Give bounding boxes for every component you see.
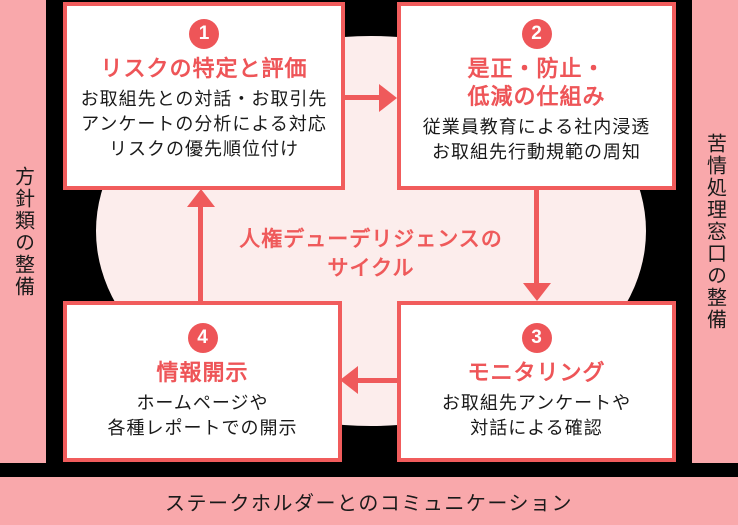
step-4-number-badge: 4 xyxy=(187,323,218,353)
step-2-title: 是正・防止・ 低減の仕組み xyxy=(467,56,606,109)
arrow-up-head-icon xyxy=(187,189,215,207)
arrow-up-icon xyxy=(198,206,203,301)
arrow-down-head-icon xyxy=(523,283,551,301)
bottom-banner-label: ステークホルダーとのコミュニケーション xyxy=(165,492,573,515)
step-1-number-badge: 1 xyxy=(189,19,219,49)
step-3-title: モニタリング xyxy=(467,360,606,385)
step-1-title: リスクの特定と評価 xyxy=(100,56,308,81)
step-2-body: 従業員教育による社内浸透 お取組先行動規範の周知 xyxy=(422,117,651,162)
step-2-box: 2 是正・防止・ 低減の仕組み 従業員教育による社内浸透 お取組先行動規範の周知 xyxy=(397,2,676,190)
step-3-box: 3 モニタリング お取組先アンケートや 対話による確認 xyxy=(397,301,676,462)
arrow-left-icon xyxy=(358,378,397,383)
arrow-left-head-icon xyxy=(340,366,358,394)
left-banner: 方針類の整備 xyxy=(0,0,46,463)
step-2-number-badge: 2 xyxy=(521,19,552,49)
right-banner-label: 苦情処理窓口の整備 xyxy=(703,132,726,331)
step-1-box: 1 リスクの特定と評価 お取組先との対話・お取引先 アンケートの分析による対応 … xyxy=(63,2,345,190)
cycle-title: 人権デューデリジェンスの サイクル xyxy=(239,228,503,280)
step-3-body: お取組先アンケートや 対話による確認 xyxy=(441,393,632,438)
arrow-right-icon xyxy=(345,95,381,100)
step-4-title: 情報開示 xyxy=(156,360,249,385)
arrow-right-head-icon xyxy=(379,84,397,112)
left-banner-label: 方針類の整備 xyxy=(11,165,34,298)
step-4-box: 4 情報開示 ホームページや 各種レポートでの開示 xyxy=(63,301,342,462)
step-4-body: ホームページや 各種レポートでの開示 xyxy=(107,393,298,438)
right-banner: 苦情処理窓口の整備 xyxy=(692,0,738,463)
bottom-banner: ステークホルダーとのコミュニケーション xyxy=(0,477,738,525)
arrow-down-icon xyxy=(534,190,539,285)
step-3-number-badge: 3 xyxy=(521,323,552,353)
step-1-body: お取組先との対話・お取引先 アンケートの分析による対応 リスクの優先順位付け xyxy=(80,89,328,159)
